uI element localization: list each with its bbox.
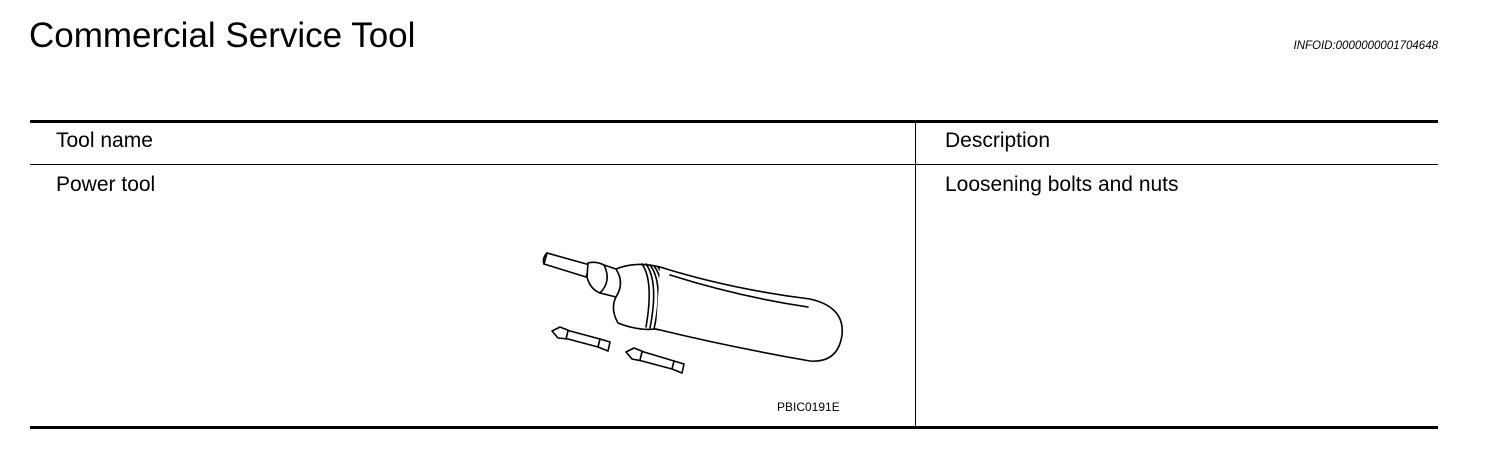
column-divider xyxy=(915,123,916,426)
table-header-rule xyxy=(30,164,1438,165)
figure-code: PBIC0191E xyxy=(777,400,840,414)
column-header-tool-name: Tool name xyxy=(56,129,153,152)
column-header-description: Description xyxy=(945,129,1051,152)
power-tool-icon xyxy=(542,252,843,374)
page-title: Commercial Service Tool xyxy=(29,16,416,55)
tool-name-cell: Power tool xyxy=(56,173,156,196)
info-id: INFOID:0000000001704648 xyxy=(1293,40,1439,52)
description-cell: Loosening bolts and nuts xyxy=(945,173,1179,196)
table-top-rule xyxy=(30,120,1438,123)
table-bottom-rule xyxy=(30,426,1438,429)
